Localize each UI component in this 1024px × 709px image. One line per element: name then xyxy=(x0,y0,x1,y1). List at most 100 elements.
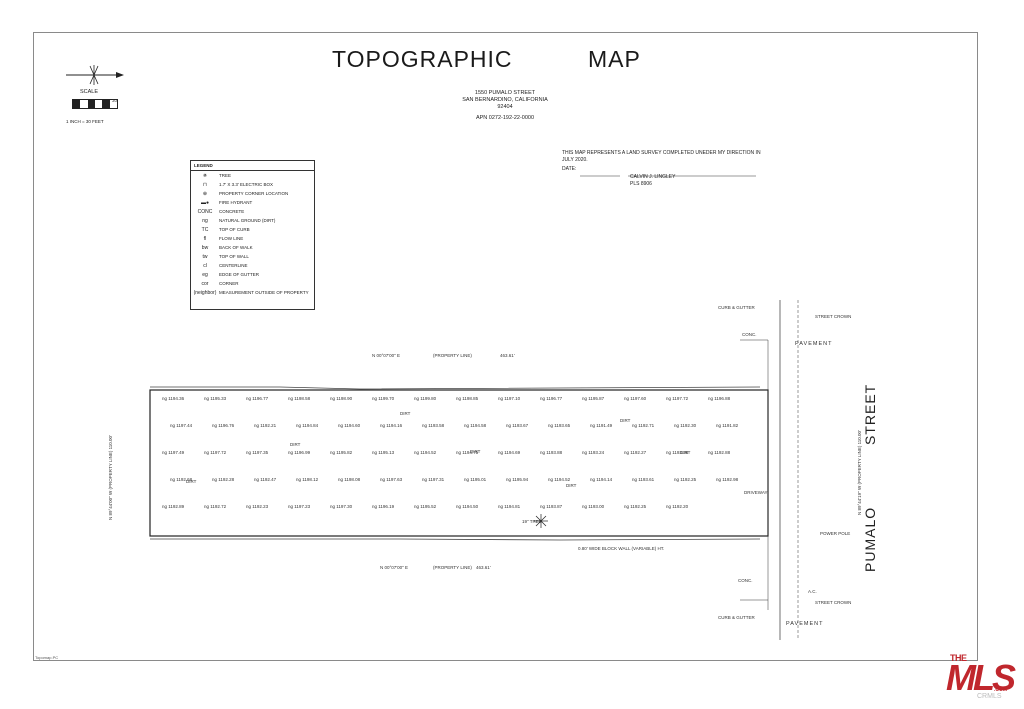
address-line2: SAN BERNARDINO, CALIFORNIA xyxy=(462,97,548,103)
block-wall-label: 0.80' WIDE BLOCK WALL (VARIABLE) HT. xyxy=(578,546,665,551)
spot-elevation: ng 1196.88 xyxy=(708,396,731,401)
legend-text: 1.7' X 3.3' ELECTRIC BOX xyxy=(219,182,273,187)
legend-item: (neighbor)MEASUREMENT OUTSIDE OF PROPERT… xyxy=(191,288,314,297)
spot-elevation: ng 1197.49 xyxy=(162,450,185,455)
spot-elevation: ng 1193.87 xyxy=(540,504,563,509)
legend-symbol: cl xyxy=(203,262,207,269)
south-bearing: N 00°07'00" E xyxy=(380,565,409,570)
spot-elevation: ng 1197.30 xyxy=(330,504,353,509)
spot-elevation: ng 1194.69 xyxy=(498,450,521,455)
spot-elevation: ng 1193.61 xyxy=(632,477,655,482)
date-label: DATE: xyxy=(562,166,577,172)
crmls-watermark: CRMLS xyxy=(977,693,1002,700)
street-name-pumalo: PUMALO xyxy=(862,506,878,572)
dirt-label-3: DIRT xyxy=(470,449,481,454)
spot-elevation: ng 1192.20 xyxy=(666,504,689,509)
map-title-left: TOPOGRAPHIC xyxy=(332,46,513,72)
surveyor-block: CALVIN J. LINGLEY PLS 8906 xyxy=(630,174,675,187)
spot-elevation: ng 1196.77 xyxy=(246,396,269,401)
legend-symbol: ✵ xyxy=(202,172,208,179)
spot-elevation: ng 1198.58 xyxy=(288,396,311,401)
property-boundary xyxy=(149,389,769,537)
legend-text: TOP OF CURB xyxy=(219,227,250,232)
spot-elevation: ng 1193.58 xyxy=(422,423,445,428)
spot-elevation: ng 1194.81 xyxy=(498,504,521,509)
spot-elevation: ng 1193.88 xyxy=(540,450,563,455)
dirt-label-5: DIRT xyxy=(680,450,691,455)
legend-symbol: eg xyxy=(202,271,208,278)
legend-symbol: CONC xyxy=(197,208,213,215)
spot-elevation: ng 1196.77 xyxy=(540,396,563,401)
spot-elevation: ng 1199.70 xyxy=(372,396,395,401)
spot-elevation: ng 1197.44 xyxy=(170,423,193,428)
legend-item: ✵TREE xyxy=(191,171,314,180)
spot-elevation: ng 1198.08 xyxy=(338,477,361,482)
legend-text: MEASUREMENT OUTSIDE OF PROPERTY xyxy=(219,290,309,295)
street-crown-top: STREET CROWN xyxy=(815,314,852,319)
spot-elevation: ng 1194.16 xyxy=(380,423,403,428)
street-name-street: STREET xyxy=(862,383,878,445)
spot-elevation: ng 1197.35 xyxy=(246,450,269,455)
legend-symbol: (neighbor) xyxy=(193,289,217,296)
spot-elevation: ng 1192.28 xyxy=(212,477,235,482)
spot-elevation: ng 1193.36 xyxy=(666,450,689,455)
legend-symbol: ⊕ xyxy=(202,190,208,197)
legend-symbol: ▬● xyxy=(200,199,210,206)
north-distance: 463.61' xyxy=(500,353,515,358)
ac-label: A.C. xyxy=(808,589,817,594)
scale-label: SCALE xyxy=(80,89,99,95)
spot-elevation: ng 1192.27 xyxy=(624,450,647,455)
spot-elevation: ng 1195.87 xyxy=(582,396,605,401)
scale-bar xyxy=(72,99,118,109)
south-distance: 463.61' xyxy=(476,565,491,570)
dirt-label-6: DIRT xyxy=(566,483,577,488)
spot-elevation: ng 1197.23 xyxy=(288,504,311,509)
driveway-label: DRIVEWAY xyxy=(744,490,768,495)
power-pole-label: POWER POLE xyxy=(820,531,851,536)
spot-elevation: ng 1192.98 xyxy=(716,477,739,482)
legend-symbol: bw xyxy=(201,244,209,251)
spot-elevation: ng 1192.71 xyxy=(632,423,655,428)
surveyor-name: CALVIN J. LINGLEY xyxy=(630,174,676,180)
scale-tick: 30' xyxy=(112,98,118,103)
legend-text: FLOW LINE xyxy=(219,236,244,241)
scale-note: 1 INCH = 30 FEET xyxy=(66,119,104,124)
legend-item: ⊕PROPERTY CORNER LOCATION xyxy=(191,189,314,198)
spot-elevation: ng 1191.82 xyxy=(716,423,739,428)
spot-elevation: ng 1194.60 xyxy=(338,423,361,428)
dirt-label-7: DIRT xyxy=(186,479,197,484)
spot-elevation: ng 1197.72 xyxy=(204,450,227,455)
spot-elevation: ng 1195.52 xyxy=(414,504,437,509)
legend-text: EDGE OF GUTTER xyxy=(219,272,260,277)
spot-elevation: ng 1192.21 xyxy=(254,423,277,428)
curb-gutter-bottom: CURB & GUTTER xyxy=(718,615,755,620)
spot-elevation: ng 1194.52 xyxy=(548,477,571,482)
north-bearing: N 00°07'00" E xyxy=(372,353,401,358)
conc-label-bottom: CONC. xyxy=(738,578,753,583)
spot-elevation: ng 1191.49 xyxy=(590,423,613,428)
legend-symbol: ng xyxy=(202,217,208,224)
north-property-line: (PROPERTY LINE) xyxy=(433,353,472,358)
survey-text: THIS MAP REPRESENTS A LAND SURVEY COMPLE… xyxy=(562,150,761,163)
pavement-label-bottom: PAVEMENT xyxy=(786,621,824,627)
spot-elevation: ng 1195.01 xyxy=(464,477,487,482)
legend-item: bw BACK OF WALK xyxy=(191,243,314,252)
spot-elevation: ng 1197.10 xyxy=(498,396,521,401)
surveyor-license: PLS 8906 xyxy=(630,180,652,187)
signature-lines xyxy=(580,175,756,177)
spot-elevation: ng 1194.84 xyxy=(296,423,319,428)
spot-elevation: ng 1196.76 xyxy=(212,423,235,428)
legend-text: BACK OF WALK xyxy=(219,245,253,250)
legend-symbol: cor xyxy=(201,280,209,287)
spot-elevation: ng 1198.90 xyxy=(330,396,353,401)
tree-icon xyxy=(534,514,548,528)
legend-item: ▬●FIRE HYDRANT xyxy=(191,198,314,207)
legend-text: CORNER xyxy=(219,281,239,286)
tree-label: 19" TREE xyxy=(522,519,542,524)
curb-gutter-top: CURB & GUTTER xyxy=(718,305,755,310)
footer-note: Topomap.PC xyxy=(35,655,59,660)
